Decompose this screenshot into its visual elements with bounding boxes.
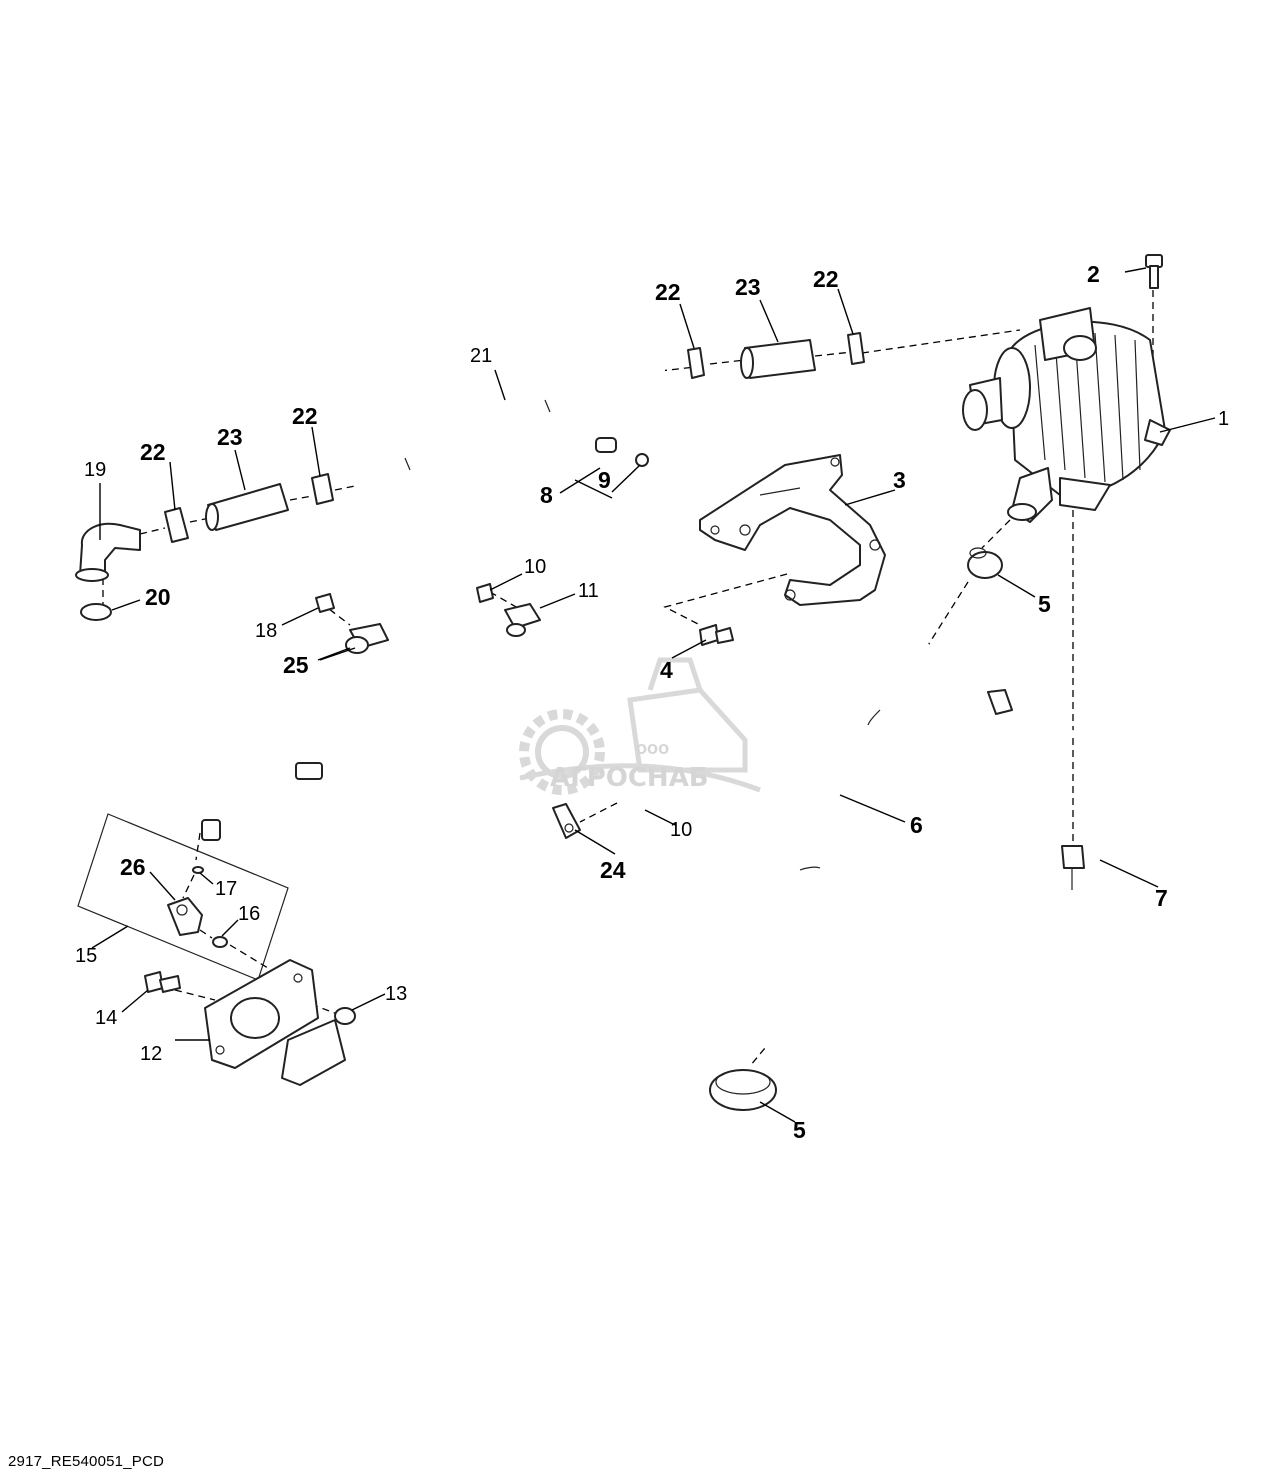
clip-24: [552, 803, 581, 839]
callout-2: 2: [1087, 261, 1100, 287]
callout-16: 16: [238, 903, 260, 925]
figure-id-label: 2917_RE540051_PCD: [8, 1453, 165, 1470]
callout-20: 20: [145, 584, 171, 610]
harvester-icon: [627, 657, 748, 773]
metal-tube-7: [987, 689, 1161, 890]
bolt-10-upper: [476, 583, 494, 603]
valve-26: [167, 897, 203, 936]
bolt-4: [699, 624, 734, 646]
callout-26: 26: [120, 854, 146, 880]
callout-14: 14: [95, 1007, 117, 1029]
hose-clamp-lower: [709, 1069, 777, 1111]
hose-clamp-upper: [967, 547, 1003, 579]
mounting-bracket: [699, 454, 886, 606]
callout-13: 13: [385, 983, 407, 1005]
watermark-logo: ООО АГРОСНАБ: [519, 657, 761, 795]
pump-assembly: [962, 307, 1171, 523]
tube-line-8: [201, 437, 617, 841]
callout-6: 6: [910, 812, 923, 838]
callout-4: 4: [660, 657, 673, 683]
callout-23a: 23: [735, 274, 761, 300]
callout-15: 15: [75, 945, 97, 967]
callout-22d: 22: [140, 439, 166, 465]
hose-segment-23b: [205, 483, 289, 531]
callout-22c: 22: [292, 403, 318, 429]
o-ring-20: [80, 603, 112, 621]
coolant-hose-large: [760, 635, 932, 1050]
callout-labels: 1 2 3 4 5 5 6 7 8 9 10 10 11 12 13 14 15…: [75, 261, 1229, 1143]
callout-5b: 5: [793, 1117, 806, 1143]
callout-19: 19: [84, 459, 106, 481]
bolt-14: [144, 971, 181, 993]
callout-22a: 22: [655, 279, 681, 305]
callout-10a: 10: [524, 556, 546, 578]
watermark-prefix: ООО: [636, 743, 669, 758]
callout-1: 1: [1218, 408, 1229, 430]
hose-clamp-22d: [164, 507, 189, 543]
hose-clamp-22b: [847, 332, 865, 365]
callout-25: 25: [283, 652, 309, 678]
gasket-13: [281, 1007, 356, 1086]
seal-16: [212, 936, 228, 948]
bolt-18: [315, 593, 335, 613]
callout-18: 18: [255, 620, 277, 642]
clip-25: [345, 623, 389, 654]
callout-23b: 23: [217, 424, 243, 450]
callout-7: 7: [1155, 885, 1168, 911]
callout-3: 3: [893, 467, 906, 493]
watermark-name: АГРОСНАБ: [550, 763, 709, 793]
clip-11: [504, 603, 541, 637]
hose-segment-23a: [740, 339, 816, 379]
callout-8: 8: [540, 482, 553, 508]
callout-21: 21: [470, 345, 492, 367]
callout-22b: 22: [813, 266, 839, 292]
hose-21: [355, 360, 665, 490]
leader-lines: [91, 267, 1216, 1123]
flange-plate-12: [204, 959, 319, 1069]
hose-clamp-22a: [687, 347, 705, 379]
callout-17: 17: [215, 878, 237, 900]
callout-9: 9: [598, 467, 611, 493]
callout-12: 12: [140, 1043, 162, 1065]
hose-clamp-22c: [311, 473, 334, 505]
callout-5a: 5: [1038, 591, 1051, 617]
o-ring-9: [635, 453, 649, 467]
gear-icon: [519, 709, 605, 795]
elbow-fitting-19: [75, 522, 141, 582]
callout-11: 11: [578, 580, 599, 602]
callout-24: 24: [600, 857, 626, 883]
bolt-2: [1145, 254, 1163, 289]
seal-17: [192, 866, 204, 874]
callout-10b: 10: [670, 819, 692, 841]
